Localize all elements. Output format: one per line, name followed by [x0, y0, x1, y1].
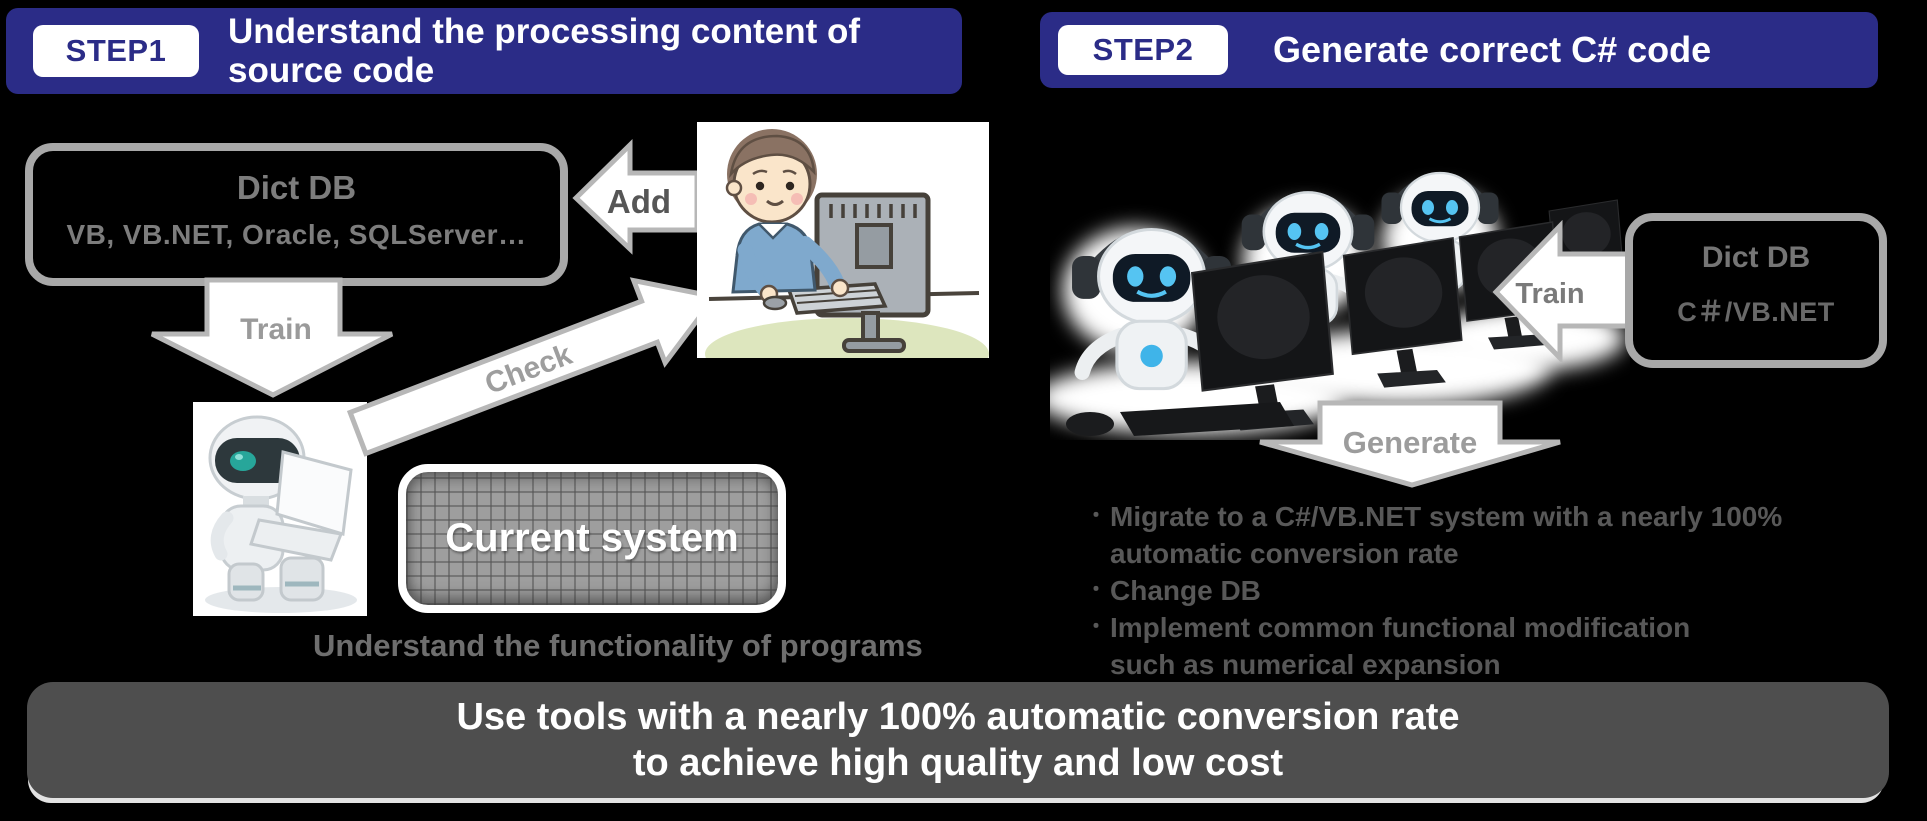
step2-badge-label: STEP2 — [1092, 32, 1194, 67]
dict-db-left-title: Dict DB — [236, 169, 357, 206]
bullet-marker: ・ — [1086, 579, 1106, 601]
check-arrow: Check — [346, 277, 720, 457]
add-arrow: Add — [572, 139, 700, 255]
train-arrow-right-label: Train — [1515, 278, 1584, 310]
step1-badge-label: STEP1 — [65, 33, 167, 68]
footer-line-1: Use tools with a nearly 100% automatic c… — [456, 696, 1460, 738]
generate-arrow: Generate — [1259, 400, 1561, 488]
current-system-box: Current system — [398, 464, 786, 613]
bullet-text: such as numerical expansion — [1110, 649, 1501, 680]
train-arrow-left: Train — [150, 277, 394, 398]
engineer-illustration — [697, 122, 989, 358]
robots-working-illustration — [1050, 140, 1625, 436]
bullet-text: Migrate to a C#/VB.NET system with a nea… — [1110, 501, 1783, 532]
dict-db-left-subtitle: VB, VB.NET, Oracle, SQLServer… — [66, 219, 527, 250]
train-arrow-right: Train — [1492, 220, 1631, 362]
step1-badge: STEP1 — [33, 25, 199, 77]
step1-title: Understand the processing content of sou… — [228, 12, 860, 90]
bullet-item: ・ Change DB — [1086, 572, 1866, 609]
step2-banner: STEP2 Generate correct C# code — [1040, 12, 1878, 88]
dict-db-box-right: Dict DB C＃/VB.NET — [1625, 213, 1887, 368]
generate-arrow-label: Generate — [1343, 425, 1477, 460]
step2-title: Generate correct C# code — [1273, 29, 1712, 70]
bullet-item-continuation: such as numerical expansion — [1086, 646, 1866, 683]
robot-laptop-illustration — [193, 402, 367, 616]
bullet-text: automatic conversion rate — [1110, 538, 1459, 569]
footer-line-2: to achieve high quality and low cost — [632, 742, 1284, 784]
bullet-item: ・ Migrate to a C#/VB.NET system with a n… — [1086, 498, 1866, 535]
bullet-text: Change DB — [1110, 575, 1261, 606]
dict-db-right-subtitle: C＃/VB.NET — [1677, 297, 1835, 327]
step1-banner: STEP1 Understand the processing content … — [6, 8, 962, 94]
bullet-text: Implement common functional modification — [1110, 612, 1691, 643]
footer-banner: Use tools with a nearly 100% automatic c… — [27, 682, 1889, 798]
bullet-item: ・ Implement common functional modificati… — [1086, 609, 1866, 646]
left-caption: Understand the functionality of programs — [313, 628, 923, 663]
current-system-label: Current system — [445, 516, 739, 560]
bullet-marker: ・ — [1086, 616, 1106, 638]
train-arrow-left-label: Train — [240, 313, 312, 346]
benefit-bullet-list: ・ Migrate to a C#/VB.NET system with a n… — [1086, 498, 1866, 683]
add-arrow-label: Add — [607, 183, 671, 220]
bullet-item-continuation: automatic conversion rate — [1086, 535, 1866, 572]
dict-db-right-title: Dict DB — [1701, 241, 1811, 274]
step2-badge: STEP2 — [1058, 25, 1228, 75]
bullet-marker: ・ — [1086, 505, 1106, 527]
